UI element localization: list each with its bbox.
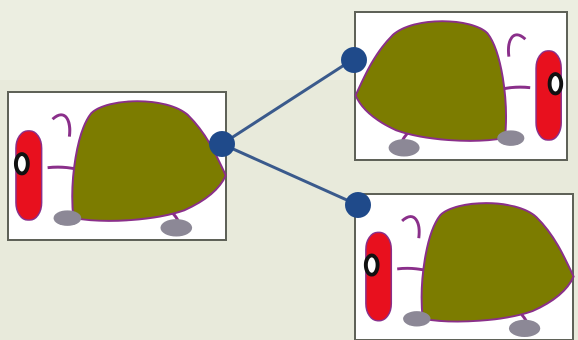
connector-node-bottom[interactable] [345,192,371,218]
child-card-bottom[interactable] [354,193,576,340]
connector-node-parent[interactable] [209,131,235,157]
connector-node-top[interactable] [341,47,367,73]
parent-card[interactable] [7,91,228,241]
connector-line-bottom [221,142,359,207]
connector-line-top [221,58,353,146]
child-card-top[interactable] [353,11,568,161]
